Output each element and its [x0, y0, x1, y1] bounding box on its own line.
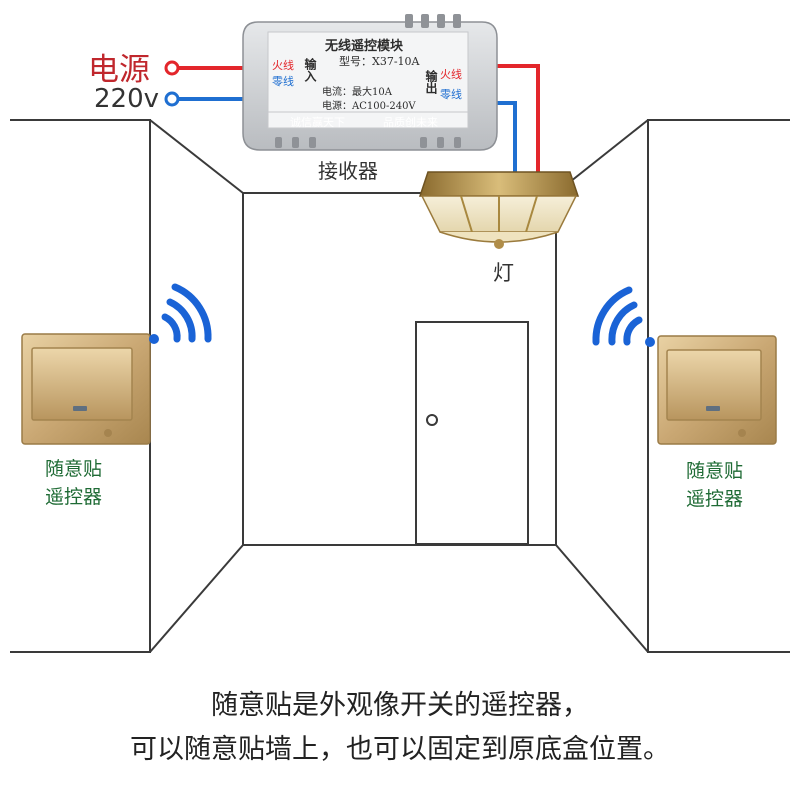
module-title: 无线遥控模块	[325, 39, 404, 54]
input-live-label: 火线	[272, 59, 294, 72]
brand-logo	[738, 429, 746, 437]
door	[415, 321, 529, 545]
live-wire-output	[490, 64, 540, 172]
back-wall	[242, 192, 557, 546]
module-slogan-right: 品质创未来	[383, 116, 438, 129]
output-label: 输出	[424, 70, 438, 94]
brand-logo	[104, 429, 112, 437]
right-wall-remote	[657, 335, 777, 445]
caption-line1: 随意贴是外观像开关的遥控器，	[211, 690, 589, 721]
module-model: 型号：X37-10A	[339, 55, 420, 68]
module-supply: 电源：AC100-240V	[322, 101, 416, 112]
right-remote-line1: 随意贴	[686, 460, 744, 482]
ceiling-lamp	[418, 171, 580, 249]
module-slogan-left: 诚信赢天下	[290, 116, 345, 129]
output-neutral-label: 零线	[440, 88, 462, 101]
left-wall-remote	[21, 333, 151, 445]
right-remote-line2: 遥控器	[686, 488, 744, 510]
left-remote-line2: 遥控器	[45, 486, 103, 508]
live-terminal	[164, 60, 180, 76]
caption-line2: 可以随意贴墙上，也可以固定到原底盒位置。	[130, 734, 670, 765]
output-live-label: 火线	[440, 68, 462, 81]
neutral-wire-output	[490, 101, 517, 172]
right-remote-label: 随意贴 遥控器	[686, 457, 743, 513]
receiver-label: 接收器	[318, 159, 378, 183]
input-neutral-label: 零线	[272, 75, 294, 88]
input-label: 输入	[303, 58, 317, 82]
lamp-label: 灯	[493, 261, 514, 285]
door-knob	[426, 414, 438, 426]
left-remote-label: 随意贴 遥控器	[45, 455, 102, 511]
left-remote-line1: 随意贴	[45, 458, 103, 480]
voltage-label: 220v	[94, 84, 160, 114]
wiring	[164, 60, 540, 172]
receiver-module	[242, 14, 498, 151]
power-label: 电源	[88, 52, 150, 88]
left-signal-icon	[149, 283, 212, 344]
neutral-terminal	[164, 91, 180, 107]
module-current: 电流：最大10A	[322, 87, 392, 98]
right-wall	[647, 119, 790, 653]
right-signal-icon	[592, 286, 655, 347]
